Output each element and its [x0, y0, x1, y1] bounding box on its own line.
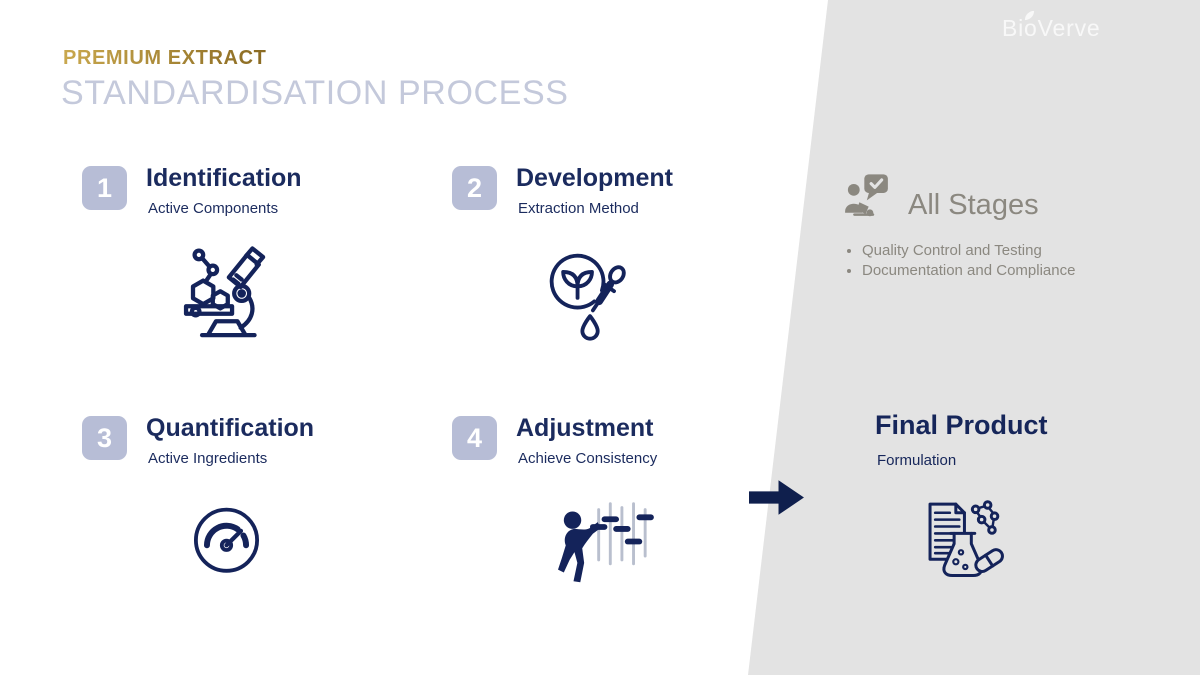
step-number-badge: 4	[452, 416, 497, 460]
step-number-badge: 3	[82, 416, 127, 460]
all-stages-bullet: Quality Control and Testing	[862, 241, 1075, 261]
plant-dropper-icon	[549, 253, 626, 341]
final-product-title: Final Product	[875, 410, 1048, 440]
brand-logo: BioVerve	[1002, 10, 1101, 42]
step-number-badge: 1	[82, 166, 127, 210]
step-subtitle: Extraction Method	[518, 200, 639, 217]
step-quantification: 3 Quantification Active Ingredients	[82, 414, 412, 494]
brand-logo-text: BioVerve	[1002, 15, 1101, 41]
step-subtitle: Active Components	[148, 200, 279, 217]
slide-title: STANDARDISATION PROCESS	[61, 74, 569, 112]
step-subtitle: Active Ingredients	[148, 450, 268, 467]
all-stages-title: All Stages	[908, 189, 1039, 221]
logo-leaf-icon	[1024, 10, 1035, 21]
step-development: 2 Development Extraction Method	[452, 164, 782, 244]
person-speech-check-icon	[845, 174, 888, 217]
step-subtitle: Achieve Consistency	[518, 450, 658, 467]
final-product-subtitle: Formulation	[877, 452, 957, 469]
all-stages-bullet: Documentation and Compliance	[862, 261, 1075, 281]
step-title: Quantification	[146, 414, 315, 442]
step-title: Development	[516, 164, 673, 192]
step-number-badge: 2	[452, 166, 497, 210]
step-adjustment: 4 Adjustment Achieve Consistency	[452, 414, 782, 494]
equalizer-person-icon	[558, 502, 654, 583]
gauge-icon	[193, 507, 260, 573]
step-title: Identification	[146, 164, 302, 192]
right-arrow-icon	[749, 480, 804, 515]
slide-eyebrow: PREMIUM EXTRACT	[63, 47, 267, 69]
step-identification: 1 Identification Active Components	[82, 164, 412, 244]
microscope-molecule-icon	[183, 246, 266, 338]
document-flask-molecule-icon	[928, 500, 1004, 578]
step-title: Adjustment	[516, 414, 654, 442]
all-stages-list: Quality Control and Testing Documentatio…	[846, 241, 1075, 280]
